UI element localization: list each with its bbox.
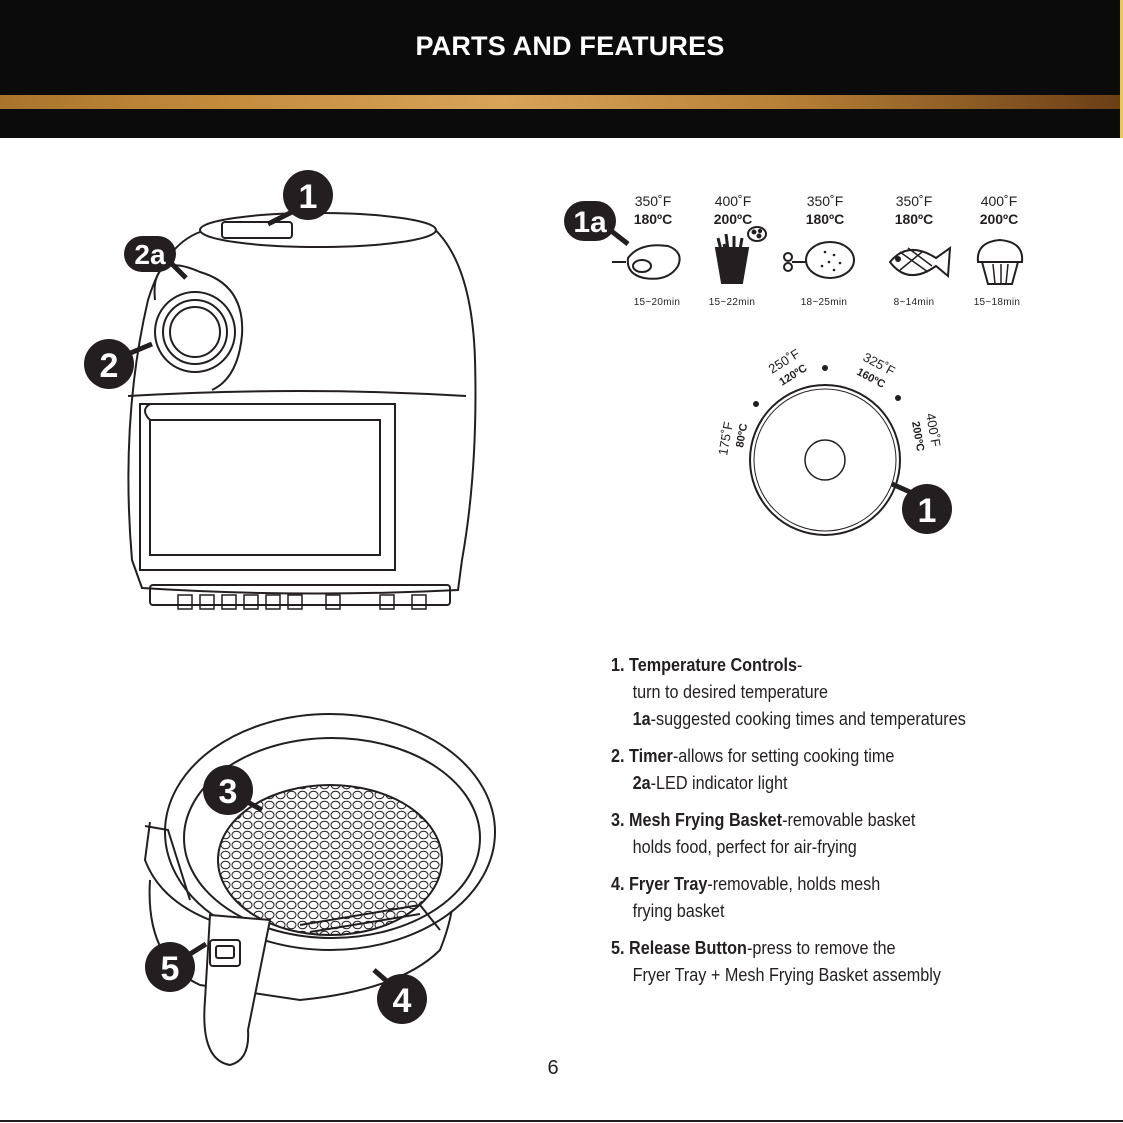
legend-number: 4. <box>611 874 625 894</box>
preset-fahrenheit: 400˚F <box>964 193 1034 209</box>
legend-sub: holds food, perfect for air-frying <box>611 834 1034 861</box>
svg-text:5: 5 <box>161 950 180 988</box>
preset-celsius: 180ºC <box>618 211 688 227</box>
fish-icon <box>890 248 950 276</box>
legend-name: Mesh Frying Basket <box>629 810 782 830</box>
legend-sub-key: 1a <box>633 709 651 729</box>
legend-item-release-button: 5. Release Button-press to remove the Fr… <box>611 935 1034 989</box>
steak-icon <box>612 245 680 279</box>
parts-legend: 1. Temperature Controls- turn to desired… <box>611 652 1034 999</box>
preset-fahrenheit: 350˚F <box>618 193 688 209</box>
legend-name: Fryer Tray <box>629 874 707 894</box>
preset-celsius: 200ºC <box>964 211 1034 227</box>
legend-number: 5. <box>611 938 625 958</box>
preset-chicken: 350˚F 180ºC <box>790 193 860 227</box>
preset-steak: 350˚F 180ºC <box>618 193 688 227</box>
badge-4: 4 <box>374 970 427 1024</box>
preset-celsius: 180ºC <box>879 211 949 227</box>
svg-text:4: 4 <box>393 982 412 1020</box>
dial-200c-label: 200ºC <box>909 420 926 452</box>
legend-sub: turn to desired temperature <box>611 679 1034 706</box>
preset-fish: 350˚F 180ºC <box>879 193 949 227</box>
legend-sub-2a: 2a-LED indicator light <box>611 770 1034 797</box>
footer-rule <box>0 1120 1123 1122</box>
legend-number: 3. <box>611 810 625 830</box>
legend-name: Timer <box>629 746 673 766</box>
preset-fahrenheit: 400˚F <box>698 193 768 209</box>
svg-text:3: 3 <box>219 773 238 811</box>
legend-name: Temperature Controls <box>629 655 797 675</box>
svg-text:1: 1 <box>918 492 937 530</box>
legend-desc: -removable, holds mesh <box>707 874 880 894</box>
preset-fries: 400˚F 200ºC <box>698 193 768 227</box>
legend-sub-1a: 1a-suggested cooking times and temperatu… <box>611 706 1034 733</box>
preset-time: 15~22min <box>697 297 767 308</box>
legend-desc: - <box>797 655 802 675</box>
preset-celsius: 180ºC <box>790 211 860 227</box>
legend-sub-text: -LED indicator light <box>651 773 788 793</box>
legend-sub-text: -suggested cooking times and temperature… <box>651 709 966 729</box>
badge-1-dial: 1 <box>892 484 952 534</box>
temperature-dial <box>750 365 901 535</box>
svg-text:1: 1 <box>299 178 318 216</box>
legend-item-fryer-tray: 4. Fryer Tray-removable, holds mesh fryi… <box>611 871 1034 925</box>
cupcake-icon <box>978 240 1022 284</box>
preset-time: 8~14min <box>879 297 949 308</box>
legend-name: Release Button <box>629 938 747 958</box>
preset-time: 18~25min <box>789 297 859 308</box>
legend-sub-key: 2a <box>633 773 651 793</box>
dial-400f-label: 400˚F <box>923 412 944 448</box>
page-number: 6 <box>538 1057 568 1080</box>
preset-fahrenheit: 350˚F <box>790 193 860 209</box>
legend-desc: -allows for setting cooking time <box>673 746 894 766</box>
legend-desc: -removable basket <box>782 810 915 830</box>
preset-celsius: 200ºC <box>698 211 768 227</box>
preset-time: 15~18min <box>962 297 1032 308</box>
svg-text:2: 2 <box>100 347 119 385</box>
legend-sub: frying basket <box>611 898 1034 925</box>
basket-illustration <box>145 714 495 1065</box>
preset-time: 15~20min <box>622 297 692 308</box>
legend-item-temperature-controls: 1. Temperature Controls- turn to desired… <box>611 652 1034 733</box>
svg-text:1a: 1a <box>573 206 607 239</box>
preset-fahrenheit: 350˚F <box>879 193 949 209</box>
dial-175f-label: 175˚F <box>715 420 736 456</box>
legend-number: 1. <box>611 655 625 675</box>
dial-80c-label: 80ºC <box>734 423 750 449</box>
fries-icon <box>716 227 766 283</box>
legend-item-timer: 2. Timer-allows for setting cooking time… <box>611 743 1034 797</box>
legend-sub: Fryer Tray + Mesh Frying Basket assembly <box>611 962 1034 989</box>
legend-item-mesh-frying-basket: 3. Mesh Frying Basket-removable basket h… <box>611 807 1034 861</box>
drumstick-icon <box>784 242 854 278</box>
legend-number: 2. <box>611 746 625 766</box>
svg-text:2a: 2a <box>134 239 166 270</box>
legend-desc: -press to remove the <box>747 938 896 958</box>
preset-cupcake: 400˚F 200ºC <box>964 193 1034 227</box>
